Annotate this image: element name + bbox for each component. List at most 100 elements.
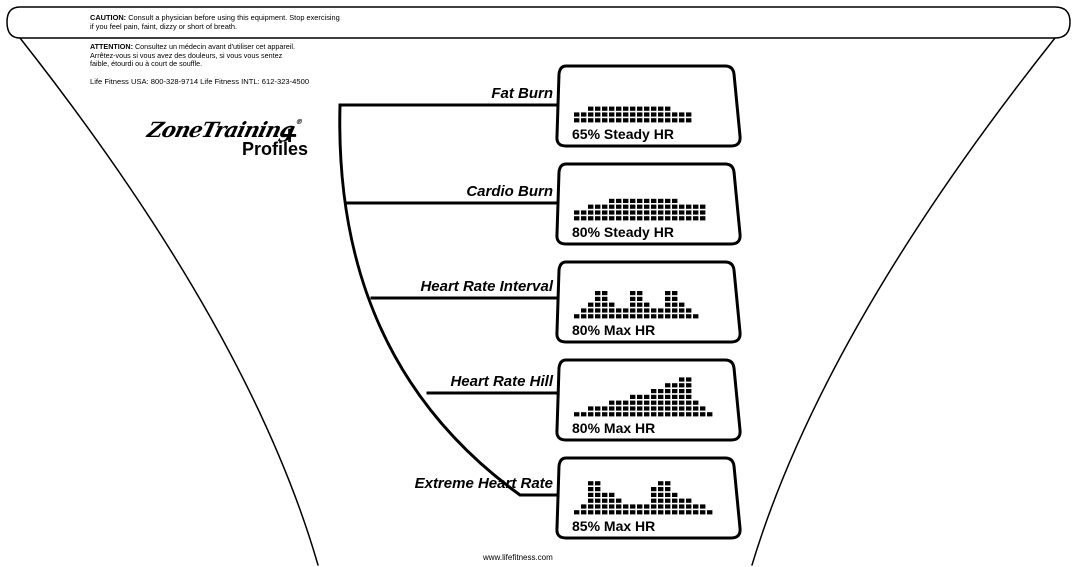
profile-bar-cell	[651, 487, 657, 492]
profile-bar-cell	[686, 118, 692, 123]
profile-bar-cell	[665, 400, 671, 405]
profile-bar-cell	[588, 504, 594, 509]
profile-bar-cell	[665, 204, 671, 209]
profile-bar-cell	[623, 504, 629, 509]
website-link: www.lifefitness.com	[483, 553, 553, 562]
profile-bar-cell	[595, 112, 601, 117]
profile-bar-cell	[686, 412, 692, 417]
profile-bar-cell	[665, 481, 671, 486]
profile-display-frame	[555, 162, 742, 246]
profile-bar-cell	[651, 198, 657, 203]
profile-bar-cell	[637, 308, 643, 313]
profile-bar-cell	[616, 498, 622, 503]
profile-bar-cell	[616, 314, 622, 319]
profile-bar-cell	[637, 216, 643, 221]
profile-bar-cell	[700, 510, 706, 515]
profile-bar-cell	[672, 198, 678, 203]
profile-bar-cell	[609, 498, 615, 503]
profile-bar-cell	[616, 112, 622, 117]
profile-bar-cell	[672, 296, 678, 301]
profile-bar-cell	[609, 400, 615, 405]
profile-bar-cell	[658, 504, 664, 509]
profile-bar-cell	[693, 504, 699, 509]
profile-bar-cell	[637, 302, 643, 307]
profile-bar-cell	[707, 412, 713, 417]
profile-bar-cell	[651, 504, 657, 509]
profile-bar-cell	[602, 204, 608, 209]
profile-bar-cell	[665, 308, 671, 313]
profile-bar-cell	[581, 510, 587, 515]
profile-bar-cell	[581, 308, 587, 313]
profile-bar-cell	[630, 314, 636, 319]
profile-bar-cell	[672, 510, 678, 515]
profile-bar-cell	[623, 106, 629, 111]
profile-bar-cell	[658, 492, 664, 497]
profile-bar-cell	[644, 314, 650, 319]
profile-bar-cell	[630, 400, 636, 405]
profile-bar-cell	[644, 302, 650, 307]
profile-bar-cell	[602, 118, 608, 123]
profile-bar-cell	[644, 308, 650, 313]
profile-bar-cell	[644, 106, 650, 111]
attention-text-1: Consultez un médecin avant d'utiliser ce…	[134, 42, 295, 51]
profile-bar-cell	[630, 204, 636, 209]
profile-bar-cell	[665, 412, 671, 417]
profile-bar-cell	[679, 412, 685, 417]
profile-bar-cell	[679, 308, 685, 313]
profile-bar-cell	[630, 308, 636, 313]
profile-bar-cell	[630, 412, 636, 417]
profile-bar-cell	[588, 510, 594, 515]
profile-bar-cell	[658, 498, 664, 503]
profile-bar-cell	[672, 216, 678, 221]
profile-bar-cell	[630, 510, 636, 515]
profile-bar-cell	[651, 216, 657, 221]
profile-bar-cell	[700, 210, 706, 215]
profile-bar-cell	[588, 106, 594, 111]
profile-bar-cell	[644, 504, 650, 509]
profile-bar-cell	[658, 389, 664, 394]
profile-bar-cell	[637, 198, 643, 203]
profile-bar-cell	[679, 383, 685, 388]
profile-bar-cell	[679, 204, 685, 209]
profile-bar-cell	[602, 112, 608, 117]
profile-bar-cell	[588, 210, 594, 215]
profile-bar-cell	[658, 308, 664, 313]
profile-bar-cell	[700, 406, 706, 411]
profile-bar-cell	[679, 498, 685, 503]
profile-bar-cell	[609, 106, 615, 111]
profile-bar-cell	[651, 510, 657, 515]
profile-bar-cell	[637, 400, 643, 405]
profile-bar-cell	[686, 308, 692, 313]
profile-bar-cell	[574, 412, 580, 417]
profile-bar-cell	[602, 412, 608, 417]
profile-bar-cell	[665, 291, 671, 296]
profile-bar-cell	[651, 400, 657, 405]
profile-bar-cell	[595, 510, 601, 515]
profile-readout: 80% Steady HR	[572, 224, 674, 240]
profile-bar-cell	[644, 394, 650, 399]
profile-bar-cell	[637, 510, 643, 515]
profile-bar-cell	[658, 216, 664, 221]
profile-bar-cell	[602, 291, 608, 296]
profile-bar-cell	[588, 481, 594, 486]
profile-bar-cell	[644, 210, 650, 215]
profile-bar-cell	[679, 400, 685, 405]
profile-bar-cell	[658, 210, 664, 215]
profile-bar-cell	[665, 112, 671, 117]
profile-bar-cell	[658, 394, 664, 399]
profile-bar-cell	[595, 406, 601, 411]
profile-bar-cell	[637, 210, 643, 215]
profile-bar-cell	[679, 112, 685, 117]
profile-bar-cell	[651, 118, 657, 123]
profile-bar-cell	[665, 389, 671, 394]
profile-bar-cell	[595, 481, 601, 486]
profile-bar-cell	[581, 112, 587, 117]
profile-bar-cell	[679, 314, 685, 319]
profile-bar-cell	[623, 510, 629, 515]
profile-bar-cell	[658, 112, 664, 117]
profile-bar-cell	[595, 302, 601, 307]
caution-label: CAUTION:	[90, 13, 127, 22]
profile-bar-cell	[672, 394, 678, 399]
caution-text-1: Consult a physician before using this eq…	[128, 13, 340, 22]
